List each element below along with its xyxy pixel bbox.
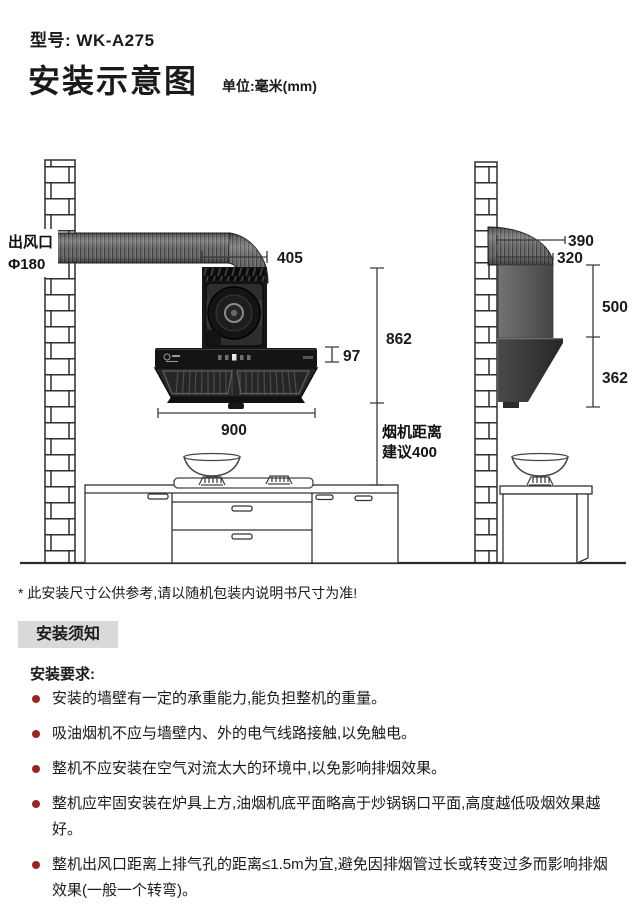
bullet-dot [32,730,40,738]
list-item-text: 整机应牢固安装在炉具上方,油烟机底平面略高于炒锅锅口平面,高度越低吸烟效果越好。 [52,795,601,838]
bullet-dot [32,765,40,773]
diagram-svg: 出风口 Φ180 [0,159,628,565]
dimension-lines [157,235,600,486]
dim-362: 362 [602,370,628,387]
hood-chimney-side [497,264,554,339]
door-handle [354,495,373,502]
page-title: 安装示意图 [28,63,199,99]
list-item: 整机出风口距离上排气孔的距离≤1.5m为宜,避免因排烟管过长或转变过多而影响排烟… [30,852,612,904]
right-wall [474,161,498,564]
door-handle [315,494,334,501]
dim-97: 97 [343,348,360,365]
door-handle [147,493,169,500]
drawer-handle [231,533,253,540]
hood-body-front [153,367,319,398]
requirements-list: 安装的墙壁有一定的承重能力,能负担整机的重量。 吸油烟机不应与墙壁内、外的电气线… [30,686,612,913]
exhaust-duct-side [487,226,554,266]
wok-front [183,452,241,477]
burner-stand [526,476,554,486]
hood-baffle-fins [175,369,298,396]
list-item: 整机应牢固安装在炉具上方,油烟机底平面略高于炒锅锅口平面,高度越低吸烟效果越好。 [30,791,612,843]
oil-cup [228,403,244,409]
range-hood-front [153,267,319,409]
list-item-text: 整机不应安装在空气对流太大的环境中,以免影响排烟效果。 [52,760,447,777]
filter-frame-right [236,370,310,395]
wok-side [511,452,569,477]
model-label: 型号: [30,31,72,50]
dim-320: 320 [557,250,583,267]
dim-distance-line1: 烟机距离 [382,423,442,441]
kitchen-cabinet-front [84,484,399,564]
outlet-label-bg [0,229,58,277]
control-buttons [218,354,251,361]
hood-body-side [498,338,563,402]
brand-logo [163,353,180,362]
unit-label: 单位:毫米(mm) [222,78,317,94]
kitchen-cabinet-side [499,485,593,565]
list-item-text: 整机出风口距离上排气孔的距离≤1.5m为宜,避免因排烟管过长或转变过多而影响排烟… [52,856,608,899]
chimney-vent-slats [204,268,265,281]
dim-390: 390 [568,233,594,250]
list-item: 安装的墙壁有一定的承重能力,能负担整机的重量。 [30,686,612,712]
installation-diagram: 出风口 Φ180 [0,150,640,580]
outlet-label-line1: 出风口 [8,233,53,251]
list-item-text: 吸油烟机不应与墙壁内、外的电气线路接触,以免触电。 [52,725,417,742]
list-item: 整机不应安装在空气对流太大的环境中,以免影响排烟效果。 [30,756,612,782]
footnote: * 此安装尺寸公供参考,请以随机包装内说明书尺寸为准! [18,585,358,601]
model-value: WK-A275 [76,31,155,50]
dim-distance-line2: 建议400 [382,443,437,461]
notice-heading: 安装须知 [18,621,118,648]
bullet-dot [32,695,40,703]
list-item: 吸油烟机不应与墙壁内、外的电气线路接触,以免触电。 [30,721,612,747]
requirements-label: 安装要求: [30,666,95,683]
outlet-label-line2: Φ180 [8,256,45,273]
range-hood-side [497,264,563,408]
dim-862: 862 [386,331,412,348]
dim-500: 500 [602,299,628,316]
hood-side-foot [503,402,519,408]
hood-bottom-rim [167,397,305,403]
fan-turbine [207,286,261,340]
dim-405: 405 [277,250,303,267]
model-row: 型号: WK-A275 [30,26,155,51]
dim-900: 900 [221,422,247,439]
bullet-dot [32,861,40,869]
left-wall [44,159,76,564]
list-item-text: 安装的墙壁有一定的承重能力,能负担整机的重量。 [52,690,387,707]
drawer-handle [231,505,253,512]
panel-model-text [303,356,313,359]
filter-frame-left [162,370,233,395]
bullet-dot [32,800,40,808]
